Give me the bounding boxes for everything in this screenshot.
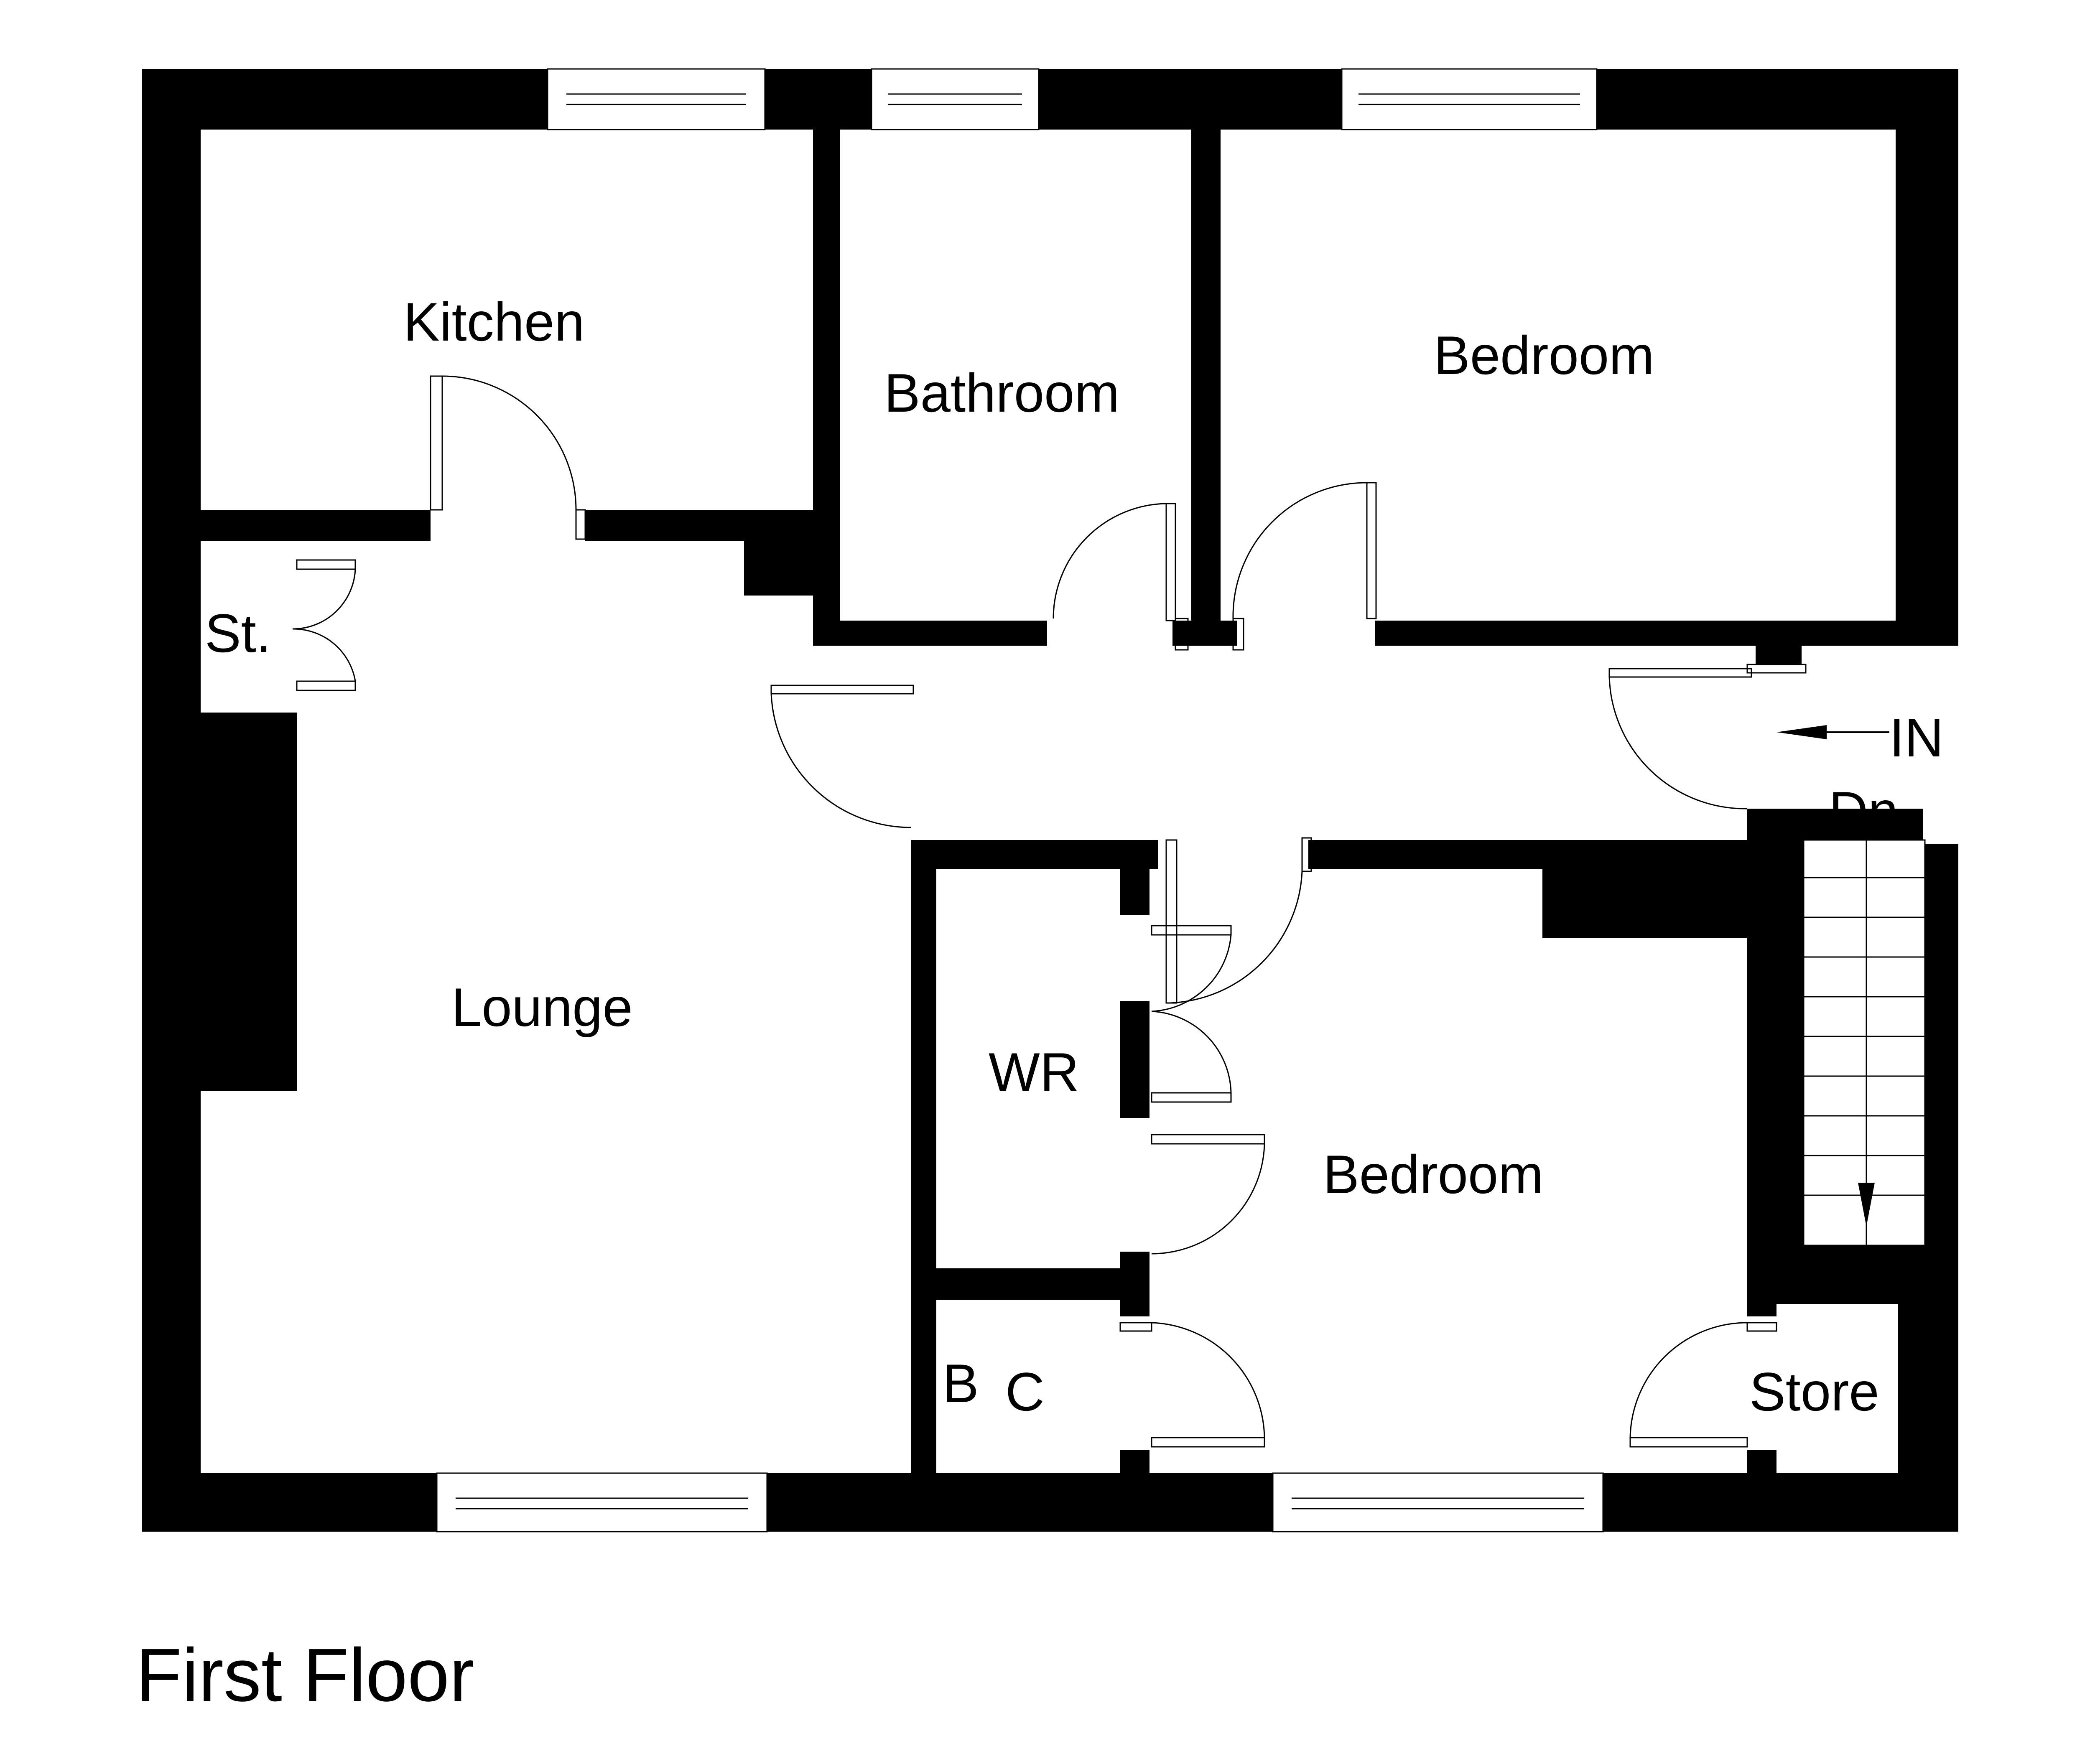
door-kitchen bbox=[430, 375, 586, 540]
label-entrance: IN bbox=[1889, 707, 1944, 768]
label-kitchen: Kitchen bbox=[403, 291, 585, 352]
window-lounge bbox=[436, 1472, 768, 1532]
bedroom-rear-floor bbox=[1221, 130, 1896, 621]
door-wardrobe bbox=[1151, 925, 1265, 1255]
window-bedroom-rear bbox=[1341, 68, 1598, 130]
label-bedroom-rear: Bedroom bbox=[1434, 325, 1654, 386]
stairs-down-arrow-icon bbox=[1858, 1183, 1875, 1227]
windows bbox=[436, 68, 1604, 1532]
lounge-floor bbox=[201, 541, 911, 1473]
doors bbox=[292, 375, 1807, 1448]
entrance-arrow-icon bbox=[1776, 725, 1889, 739]
storage-cupboard-floor bbox=[201, 541, 297, 713]
hallway-floor bbox=[813, 646, 1958, 840]
label-store: Store bbox=[1749, 1361, 1879, 1422]
window-bathroom bbox=[871, 68, 1040, 130]
label-bedroom-front: Bedroom bbox=[1323, 1144, 1544, 1205]
plan-title: First Floor bbox=[136, 1633, 474, 1717]
room-floors bbox=[201, 130, 1958, 1473]
boiler-cupboard-floor bbox=[936, 1300, 1120, 1473]
door-storage-cupboard bbox=[292, 559, 356, 691]
staircase bbox=[1803, 839, 1926, 1246]
label-bathroom: Bathroom bbox=[884, 362, 1120, 423]
window-kitchen bbox=[547, 68, 766, 130]
wardrobe-floor bbox=[936, 869, 1120, 1268]
label-wardrobe: WR bbox=[989, 1041, 1079, 1102]
label-stairs-down: Dn bbox=[1829, 780, 1898, 841]
bathroom-floor bbox=[840, 130, 1191, 621]
label-boiler-c: C bbox=[1005, 1361, 1045, 1422]
label-lounge: Lounge bbox=[451, 977, 633, 1038]
store-floor bbox=[1776, 1304, 1898, 1473]
kitchen-floor bbox=[201, 130, 813, 510]
door-bedroom-front bbox=[1165, 837, 1312, 1004]
label-boiler-b: B bbox=[943, 1353, 979, 1414]
door-entrance bbox=[1608, 664, 1807, 809]
door-boiler-cupboard bbox=[1119, 1322, 1265, 1448]
door-lounge bbox=[770, 685, 914, 828]
bedroom-front-floor bbox=[1150, 869, 1747, 1473]
stairs-floor bbox=[1804, 840, 1925, 1245]
label-storage-cupboard: St. bbox=[205, 603, 271, 664]
room-labels: Kitchen Bathroom Bedroom St. Lounge WR B… bbox=[205, 291, 1944, 1422]
door-bathroom bbox=[1053, 503, 1189, 651]
window-bedroom-front bbox=[1272, 1472, 1604, 1532]
door-store bbox=[1629, 1322, 1777, 1448]
door-bedroom-rear bbox=[1232, 482, 1377, 651]
